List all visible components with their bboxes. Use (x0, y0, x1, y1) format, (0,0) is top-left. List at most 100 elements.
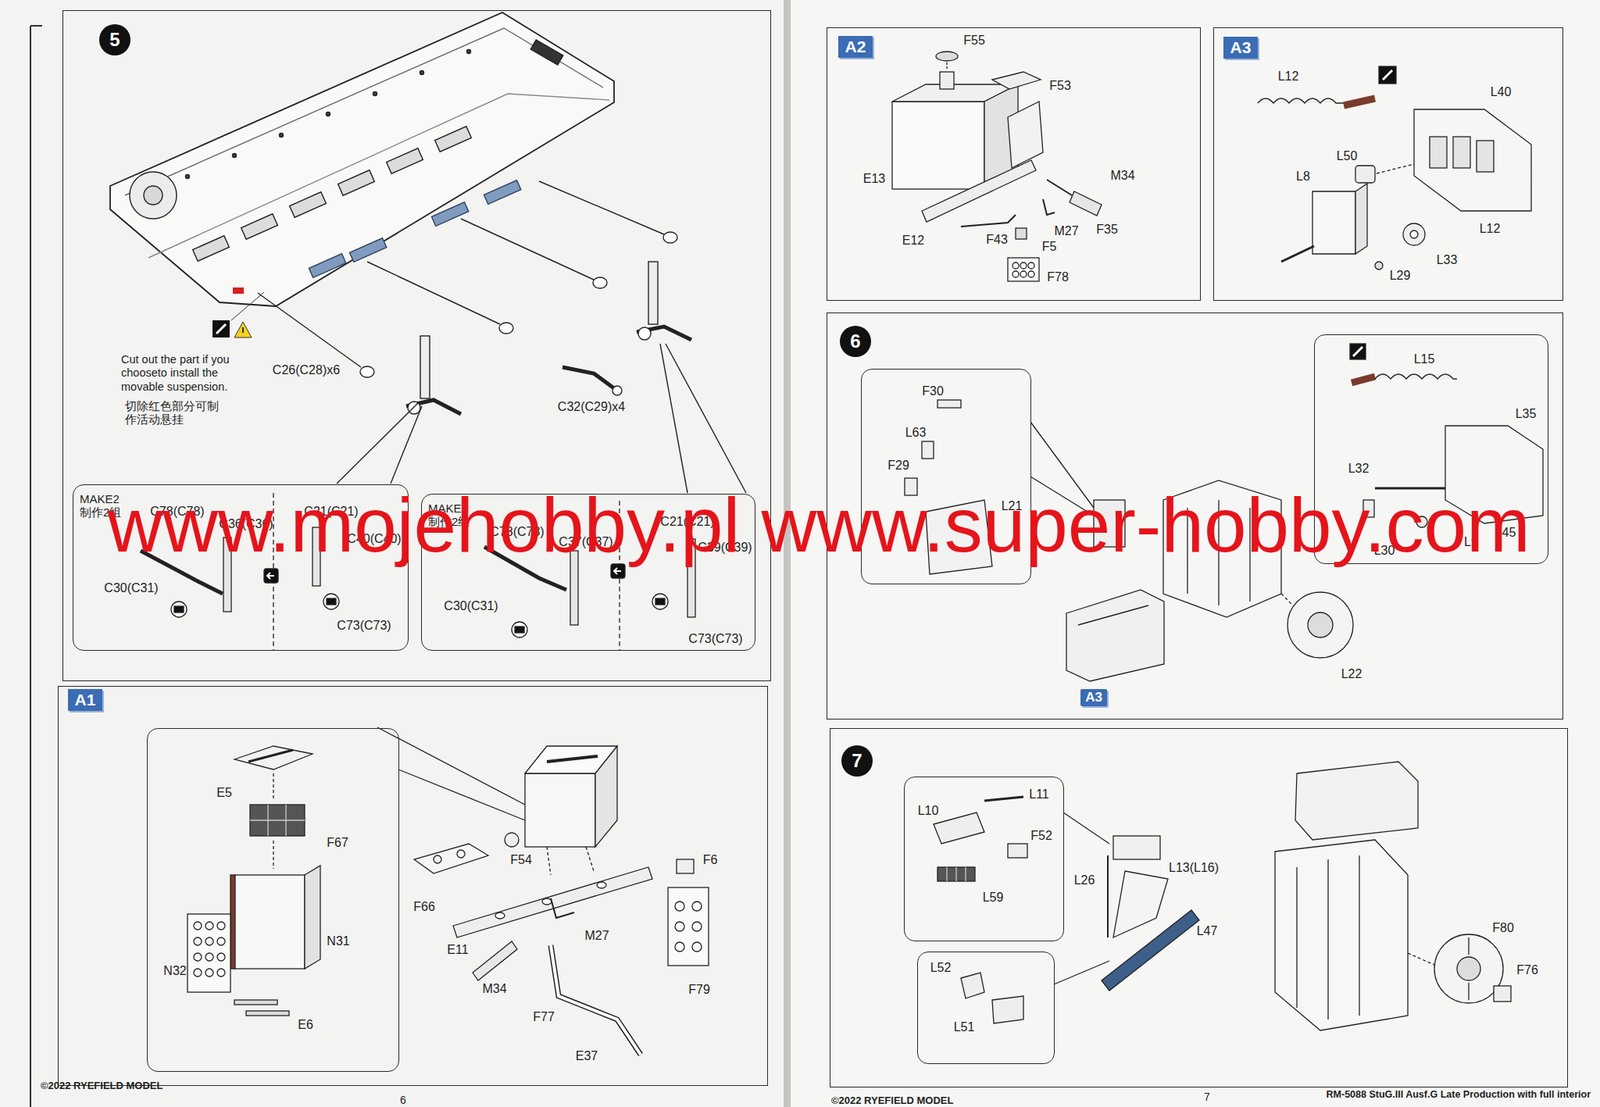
page-number: 7 (1203, 1090, 1211, 1104)
hull-illustration (232, 153, 237, 158)
engine-illustration (921, 441, 934, 459)
engine-assembly-illustration (946, 867, 947, 882)
fuel-tank-illustration (1069, 191, 1102, 216)
battery-illustration (304, 865, 321, 969)
hull-illustration (185, 175, 190, 179)
battery-illustration (217, 937, 225, 946)
part-number: M27 (584, 928, 609, 943)
battery-illustration (272, 773, 274, 800)
fuel-tank-illustration (1028, 262, 1035, 269)
battery-illustration (550, 945, 641, 1055)
part-number: C30(C31) (103, 581, 158, 596)
battery-illustration (205, 921, 214, 930)
engine-assembly-illustration (984, 796, 1024, 801)
hull-illustration (648, 261, 658, 325)
hull-illustration (143, 185, 163, 205)
battery-illustration (272, 840, 274, 869)
part-number: L29 (1389, 268, 1411, 283)
battery-illustration (250, 804, 305, 836)
battery-illustration (205, 968, 214, 977)
battery-illustration (550, 898, 575, 918)
battery-illustration (550, 945, 641, 1055)
battery-illustration (217, 953, 225, 961)
part-number: E12 (902, 233, 925, 248)
hull-illustration (435, 126, 472, 153)
hull-illustration (499, 322, 514, 334)
engine-assembly-illustration (1113, 871, 1168, 938)
cut-warning-icon (234, 321, 252, 338)
part-number: L8 (1296, 169, 1311, 184)
fuel-tank-illustration (892, 101, 985, 190)
part-number: F76 (1516, 963, 1539, 978)
engine-assembly-illustration (1434, 934, 1504, 1004)
engine-assembly-illustration (1407, 953, 1435, 965)
cut-warning-icon (212, 320, 230, 338)
part-number: F5 (1042, 239, 1058, 254)
hull-illustration (612, 385, 622, 396)
make-sub-assembly (323, 593, 340, 610)
battery-illustration (667, 887, 709, 966)
engine-assembly-illustration (1296, 867, 1297, 1008)
part-number: F29 (887, 458, 910, 473)
part-number: L35 (1515, 407, 1537, 422)
part-number: L11 (1028, 787, 1050, 802)
part-number: C30(C31) (443, 599, 498, 614)
step-panel: A2 (826, 27, 1201, 301)
hull-illustration (367, 261, 500, 325)
battery-illustration (692, 942, 702, 952)
engine-assembly-illustration (960, 972, 985, 999)
engine-assembly-illustration (1327, 859, 1329, 1020)
part-number: C32(C29)x4 (557, 400, 625, 415)
part-number: L59 (982, 890, 1004, 905)
battery-illustration (193, 953, 202, 961)
engine-assembly-illustration (1358, 855, 1360, 1016)
fuel-tank-illustration (1015, 228, 1027, 240)
cut-warning-icon (231, 292, 265, 321)
hull-illustration (326, 112, 331, 117)
engine-illustration (1078, 605, 1149, 625)
make-sub-assembly (511, 621, 528, 638)
hull-illustration (431, 202, 468, 227)
fuel-tank-illustration (892, 51, 1102, 282)
engine-assembly-illustration (1493, 985, 1511, 1002)
battery-illustration (675, 942, 685, 952)
part-number: L12 (1479, 221, 1501, 236)
fuel-tank-illustration (921, 160, 1036, 222)
hull-illustration (373, 92, 378, 97)
engine-assembly-illustration (933, 761, 1511, 1031)
make-sub-assembly (171, 601, 187, 618)
hull-illustration (460, 218, 594, 280)
step-panel: 5MAKE2 制作2组C78(C78)C36(C36)C30(C31)C21(C… (62, 10, 772, 682)
part-number: E11 (446, 942, 468, 958)
engine-illustration (1287, 592, 1354, 658)
fuel-tank-illustration (1028, 271, 1035, 278)
engine-assembly-illustration (955, 867, 957, 882)
exhaust-engine-illustration (1257, 98, 1344, 104)
exhaust-engine-illustration (1376, 164, 1415, 174)
section-badge: A3 (1085, 689, 1103, 706)
battery-illustration (234, 746, 313, 770)
exhaust-engine-illustration (1453, 136, 1471, 168)
fuel-tank-illustration (1007, 101, 1043, 168)
battery-illustration (187, 914, 231, 993)
fuel-tank-illustration (946, 62, 947, 71)
exhaust-engine-illustration (1403, 223, 1425, 246)
hull-illustration (129, 171, 177, 219)
battery-illustration (495, 912, 505, 919)
engine-illustration (1281, 593, 1293, 606)
fuel-tank-illustration (1020, 271, 1027, 278)
part-number: M27 (1053, 224, 1079, 239)
hull-illustration (420, 71, 425, 75)
part-number: L51 (953, 1020, 975, 1035)
make-sub-assembly (174, 606, 184, 613)
battery-illustration (692, 921, 702, 932)
battery-illustration (472, 941, 518, 981)
hull-illustration (192, 235, 230, 262)
battery-illustration (248, 750, 293, 762)
sub-assembly-tag: A3 (1080, 689, 1108, 707)
engine-assembly-illustration (1295, 761, 1418, 840)
part-number: F80 (1492, 921, 1515, 936)
part-number: C73(C73) (336, 618, 391, 633)
hull-illustration (483, 180, 521, 205)
exhaust-engine-illustration (1476, 140, 1494, 172)
